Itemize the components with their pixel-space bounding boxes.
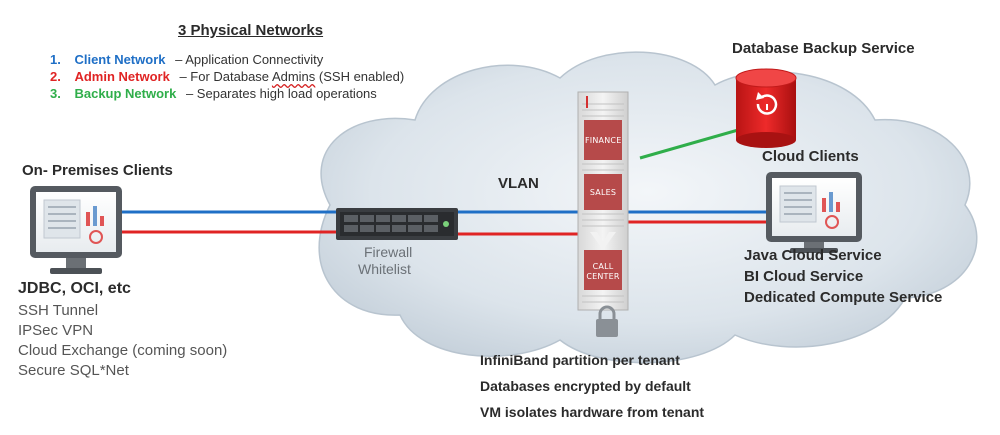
cloud-shape — [318, 51, 978, 364]
cloud-clients-title: Cloud Clients — [762, 148, 859, 165]
backup-service-title: Database Backup Service — [732, 40, 915, 57]
backup-network-line — [639, 126, 746, 160]
cloud-service-item: Dedicated Compute Service — [744, 289, 943, 306]
legend-name: Client Network — [74, 52, 166, 67]
rack-label-sales: SALES — [589, 188, 617, 197]
feature-item: Databases encrypted by default — [480, 378, 691, 394]
protocols-title: JDBC, OCI, etc — [18, 280, 131, 297]
firewall-label: Firewall — [364, 244, 413, 260]
database-backup-icon — [735, 68, 797, 148]
whitelist-label: Whitelist — [358, 261, 411, 277]
lock-icon — [596, 305, 618, 337]
legend-number: 1. — [50, 52, 61, 67]
legend-name: Admin Network — [74, 69, 170, 84]
feature-item: VM isolates hardware from tenant — [480, 404, 705, 420]
protocol-item: Cloud Exchange (coming soon) — [18, 342, 228, 359]
legend-item-backup: 3. Backup Network – Separates high load … — [50, 86, 377, 101]
admin-network-line — [120, 220, 768, 236]
vlan-label: VLAN — [498, 175, 539, 192]
protocol-item: SSH Tunnel — [18, 302, 99, 319]
rack-label-finance: FINANCE — [585, 136, 622, 145]
protocol-item: IPSec VPN — [18, 322, 94, 339]
legend-item-client: 1. Client Network – Application Connecti… — [50, 52, 323, 67]
cloud-service-item: BI Cloud Service — [744, 268, 864, 285]
on-premises-monitor-icon — [30, 186, 122, 274]
on-premises-title: On- Premises Clients — [22, 162, 173, 179]
legend-desc: – For Database Admins (SSH enabled) — [179, 69, 404, 84]
protocol-item: Secure SQL*Net — [18, 362, 129, 379]
firewall-appliance-icon — [336, 208, 458, 240]
legend-number: 3. — [50, 86, 61, 101]
rack-label-call-center: CALL CENTER — [586, 262, 620, 281]
cloud-service-item: Java Cloud Service — [744, 247, 882, 264]
server-rack-icon — [577, 91, 629, 311]
legend-name: Backup Network — [74, 86, 177, 101]
legend-desc: – Separates high load operations — [185, 86, 377, 101]
legend-desc: – Application Connectivity — [175, 52, 324, 67]
legend-desc-part: (SSH enabled) — [315, 69, 405, 84]
legend-title: 3 Physical Networks — [178, 22, 324, 39]
legend-desc-part: Admins — [271, 69, 316, 84]
legend-item-admin: 2. Admin Network – For Database Admins (… — [50, 69, 404, 84]
legend-number: 2. — [50, 69, 61, 84]
feature-item: InfiniBand partition per tenant — [480, 352, 680, 368]
cloud-clients-monitor-icon — [766, 172, 862, 253]
legend-desc-part: – For Database — [179, 69, 272, 84]
